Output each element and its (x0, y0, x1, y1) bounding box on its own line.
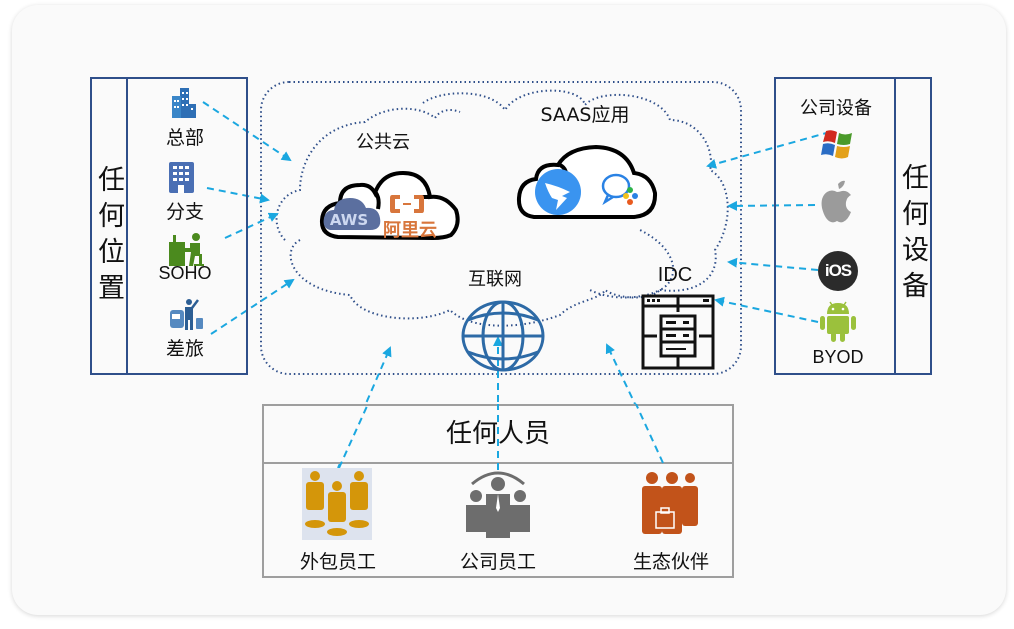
people-panel-title-box: 任何人员 (262, 404, 734, 464)
saas-cloud-outline (422, 89, 729, 299)
location-soho-label: SOHO (158, 263, 212, 283)
ios-logo-text: iOS (824, 261, 852, 280)
apple-logo-icon (821, 180, 851, 223)
device-panel-title-box: 任何设备 (894, 77, 932, 375)
company-staff-label: 公司员工 (459, 551, 536, 573)
ios-logo-icon: iOS (818, 251, 858, 291)
arrow-travel (210, 278, 295, 335)
windows-logo-icon (821, 130, 852, 159)
public-cloud-label: 公共云 (356, 132, 410, 153)
outsourced-staff-label: 外包员工 (299, 551, 376, 573)
android-logo-icon (820, 301, 856, 342)
location-branch-label: 分支 (165, 201, 204, 223)
outsourced-staff-icon (302, 468, 372, 540)
network-boundary (260, 81, 742, 375)
business-travel-icon (170, 299, 203, 330)
arrow-windows (706, 131, 831, 169)
arrow-apple (727, 200, 816, 211)
branch-building-icon (169, 162, 194, 193)
arrow-android (714, 296, 819, 323)
aws-label: AWS (330, 211, 368, 229)
ecosystem-partners-icon (642, 472, 698, 534)
idc-label: IDC (657, 264, 693, 286)
home-office-worker-icon (169, 233, 204, 266)
device-panel-title: 任何设备 (902, 163, 929, 302)
byod-label: BYOD (812, 347, 864, 367)
saas-label: SAAS应用 (540, 104, 630, 126)
location-hq-label: 总部 (165, 127, 204, 149)
location-panel-title: 任何位置 (98, 165, 125, 304)
alibaba-cloud-logo-icon (390, 195, 424, 213)
location-panel-title-box: 任何位置 (90, 77, 128, 375)
location-travel-label: 差旅 (165, 338, 204, 360)
company-staff-icon (466, 471, 530, 538)
arrow-ios (727, 257, 819, 271)
arrow-branch (206, 187, 270, 204)
people-panel-title: 任何人员 (445, 419, 550, 449)
office-building-icon (172, 88, 196, 118)
internet-label: 互联网 (468, 269, 522, 290)
aws-cloud-icon: AWS (323, 198, 381, 230)
location-panel (126, 77, 248, 375)
ecosystem-partners-label: 生态伙伴 (632, 551, 709, 573)
arrow-soho (224, 212, 279, 239)
alibaba-cloud-label: 阿里云 (383, 220, 437, 241)
wecom-icon (601, 173, 638, 206)
dingtalk-icon (535, 169, 581, 215)
public-cloud-outline (275, 107, 461, 241)
company-devices-label: 公司设备 (800, 98, 872, 119)
globe-icon (461, 300, 545, 372)
idc-datacenter-icon (641, 294, 715, 370)
